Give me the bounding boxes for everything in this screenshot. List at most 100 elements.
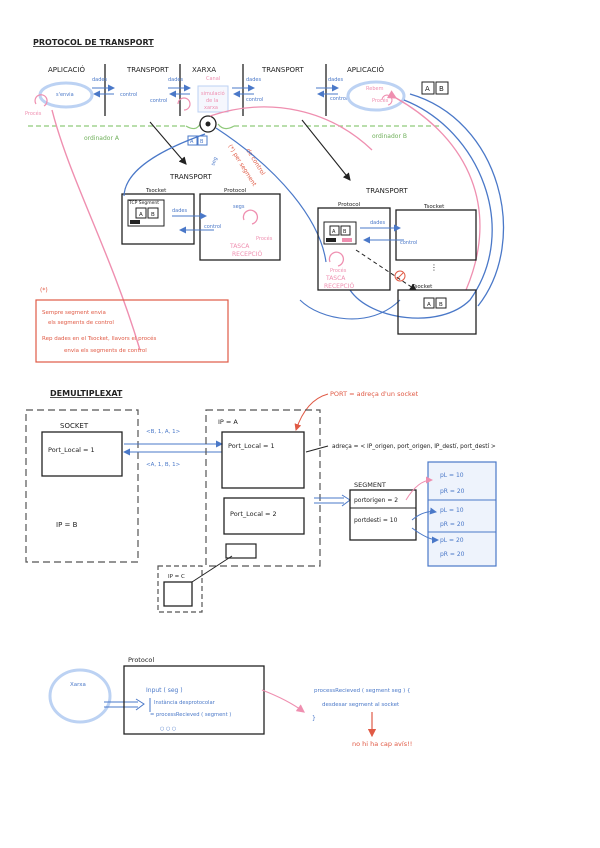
note-line-3: Rep dades en el Tsocket, llavors el proc… xyxy=(42,335,157,342)
right-proces-label: Procés xyxy=(330,267,347,274)
dades-control-arrows xyxy=(92,84,339,98)
tuple-top: <B, 1, A, 1> xyxy=(146,429,181,435)
right-inner-a-label: A xyxy=(332,229,336,235)
label-proces-left: Procés xyxy=(25,110,42,117)
header-transport-2: TRANSPORT xyxy=(261,66,304,74)
pl-3: pL = 20 xyxy=(440,537,464,544)
host-b-dashed xyxy=(25,409,139,563)
protocol-label: Protocol xyxy=(128,656,154,664)
right-inner-a xyxy=(329,225,340,236)
label-canal: Canal xyxy=(206,76,220,82)
note-line-2: els segments de control xyxy=(48,320,114,326)
label-dades-1: dades xyxy=(92,77,107,83)
arrow-to-left-transport xyxy=(149,121,187,165)
right-t2-b xyxy=(435,297,447,309)
blue-curve-far xyxy=(349,99,493,319)
green-curve-left xyxy=(185,123,201,130)
xarxa-label: Xarxa xyxy=(70,682,86,688)
blue-curve-left xyxy=(123,133,206,197)
left-transport-title: TRANSPORT xyxy=(169,173,212,181)
ab-small-b xyxy=(197,135,208,146)
right-inner-bar xyxy=(326,238,336,242)
socket-port-2-box xyxy=(223,497,305,535)
right-dashed-arrow xyxy=(355,249,417,291)
blue-curve-mid xyxy=(215,127,327,263)
right-tasca-2: RECEPCIÓ xyxy=(324,283,355,290)
protocol-dots: ○ ○ ○ xyxy=(160,726,176,732)
left-seg-a xyxy=(135,207,147,219)
warning-slash xyxy=(396,272,404,280)
label-control-2: control xyxy=(150,98,167,104)
segment-to-table-1 xyxy=(405,476,433,501)
left-tcp-segment-box xyxy=(127,199,165,227)
note-box xyxy=(35,299,229,363)
right-tsocket-2-box xyxy=(397,289,477,335)
label-ordinador-a: ordinador A xyxy=(84,135,120,142)
label-control-1: control xyxy=(120,92,137,98)
xarxa-cloud xyxy=(48,668,112,724)
host-c-link xyxy=(191,555,233,583)
plpr-table xyxy=(427,461,497,567)
section-title-transport: PROTOCOL DE TRANSPORT xyxy=(33,38,154,47)
pink-curve-left xyxy=(51,109,141,351)
section-title-demultiplexat: DEMULTIPLEXAT xyxy=(50,389,123,398)
label-control-4: control xyxy=(330,96,347,102)
host-a-dashed xyxy=(205,409,321,567)
right-inner-b xyxy=(340,225,351,236)
note-marker: (*) xyxy=(40,287,48,294)
segment-box xyxy=(349,489,417,541)
left-seg-a-label: A xyxy=(139,212,143,218)
label-ordinador-b: ordinador B xyxy=(372,133,407,140)
left-seg-b-label: B xyxy=(151,212,155,218)
instance-label: Instància desprotocolar xyxy=(154,699,216,706)
right-tsocket-2-label: Tsocket xyxy=(411,284,433,290)
canal-cycle xyxy=(177,97,191,111)
note-line-1: Sempre segment envia xyxy=(42,310,106,316)
pink-curve-top xyxy=(209,106,373,151)
ab-box-a xyxy=(421,81,435,95)
header-aplicacio-left: APLICACIÓ xyxy=(48,65,85,74)
protocol-box xyxy=(123,665,265,735)
right-protocol-box xyxy=(317,207,391,291)
ab-label-b: B xyxy=(439,85,444,93)
right-t2-a-label: A xyxy=(427,302,431,308)
right-code-brace: } xyxy=(312,715,316,722)
pl-2: pL = 10 xyxy=(440,507,464,514)
segment-to-table-3 xyxy=(411,527,439,544)
host-c-dashed xyxy=(157,565,203,613)
warning-circle xyxy=(394,270,406,282)
left-protocol-box xyxy=(199,193,281,261)
label-dades-4: dades xyxy=(328,77,343,83)
segment-to-table-2 xyxy=(411,507,437,521)
host-c-box xyxy=(163,581,193,607)
network-node-core xyxy=(205,121,211,127)
socket-label: SOCKET xyxy=(60,422,89,430)
green-curve-right xyxy=(217,123,235,130)
ip-b-label: IP = B xyxy=(56,521,78,529)
left-tsocket-label: Tsocket xyxy=(145,188,167,194)
blue-curve-far-2 xyxy=(409,93,505,307)
port-annotation-arrow xyxy=(294,393,329,431)
network-node xyxy=(199,115,217,133)
note-line-4: envia els segments de control xyxy=(64,348,147,354)
right-proto-inner xyxy=(323,221,357,245)
adreca-tick xyxy=(305,445,329,453)
diag-label-seg: seg xyxy=(210,156,219,166)
label-proces-right: Procés xyxy=(372,97,389,104)
result-label: no hi ha cap avís!! xyxy=(352,740,412,748)
left-protocol-label: Protocol xyxy=(224,188,247,194)
right-dots: ⋮ xyxy=(430,263,438,272)
segment-double-arrow-head xyxy=(341,494,351,507)
segment-port-desti: portdesti = 10 xyxy=(354,517,398,524)
ip-c-label: IP = C xyxy=(168,574,185,580)
left-tcp-segment-label: TCP Segment xyxy=(128,200,159,206)
header-xarxa: XARXA xyxy=(192,66,216,74)
label-simulacio-2: de la xyxy=(206,98,218,104)
process-label: = processRecieved ( segment ) xyxy=(150,712,231,718)
right-code-1: processRecieved ( segment seg ) { xyxy=(314,688,411,694)
left-proces-label: Procés xyxy=(256,235,273,242)
tuple-bottom: <A, 1, B, 1> xyxy=(146,462,181,468)
segment-title: SEGMENT xyxy=(354,481,386,489)
blue-curve-bottom xyxy=(299,299,401,320)
port-local-left: Port_Local = 1 xyxy=(48,446,95,454)
